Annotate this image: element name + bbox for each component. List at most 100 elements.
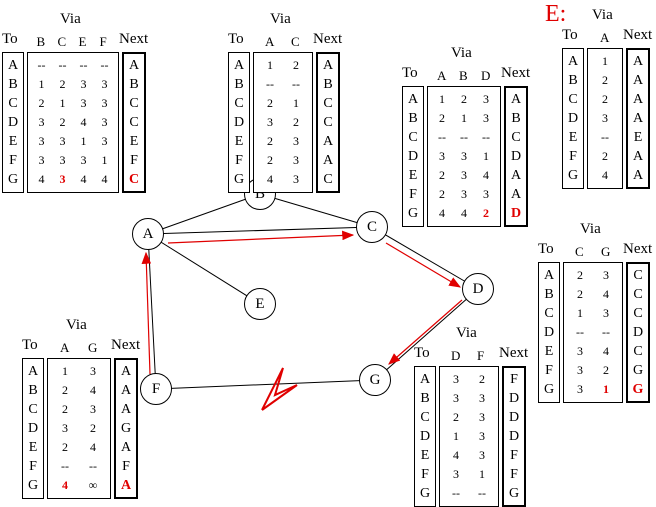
via-cell: 4 <box>603 287 609 301</box>
to-label: To <box>562 27 578 43</box>
next-label: Next <box>501 65 531 81</box>
via-header: C <box>291 34 300 49</box>
node-c[interactable]: C <box>356 211 388 243</box>
next-cell: A <box>632 73 644 88</box>
via-header: A <box>60 340 70 355</box>
via-cell: -- <box>460 130 468 144</box>
via-cell: 3 <box>577 363 583 377</box>
via-cell: 1 <box>603 382 609 396</box>
via-cell: 3 <box>267 115 273 129</box>
node-a[interactable]: A <box>132 218 164 250</box>
via-cell: 2 <box>38 96 45 110</box>
node-d[interactable]: D <box>462 273 494 305</box>
via-header: C <box>57 34 67 49</box>
via-cell: 1 <box>483 149 489 163</box>
to-cell: A <box>233 58 245 73</box>
next-cell: E <box>633 130 643 145</box>
next-cell: G <box>632 382 644 397</box>
via-label: Via <box>270 11 291 27</box>
next-cell: A <box>510 92 522 107</box>
to-cell: F <box>235 153 243 168</box>
via-cell: 4 <box>90 383 96 397</box>
next-cell: B <box>511 111 521 126</box>
via-cell: 3 <box>38 153 45 167</box>
via-cell: 3 <box>439 149 445 163</box>
next-cell: A <box>322 58 334 73</box>
next-cell: A <box>322 153 334 168</box>
to-cell: B <box>28 383 38 398</box>
via-header: E <box>78 34 87 49</box>
via-cell: 2 <box>293 115 299 129</box>
node-f[interactable]: F <box>140 373 172 405</box>
via-cell: 1 <box>80 134 87 148</box>
via-cell: 3 <box>80 153 87 167</box>
next-cell: F <box>122 459 130 474</box>
via-cell: 3 <box>479 429 485 443</box>
to-cell: A <box>7 58 19 73</box>
route-arrow-d-g <box>388 299 463 365</box>
via-label: Via <box>451 45 472 61</box>
via-cell: 1 <box>453 429 459 443</box>
via-cell: 4 <box>38 172 45 186</box>
next-cell: F <box>510 372 518 387</box>
via-cell: 3 <box>461 187 467 201</box>
to-cell: E <box>420 448 430 463</box>
via-cell: 2 <box>267 96 273 110</box>
to-cell: D <box>419 429 431 444</box>
via-cell: 3 <box>90 402 96 416</box>
link-a-b <box>147 193 261 235</box>
via-header: D <box>451 348 461 363</box>
to-cell: A <box>567 54 579 69</box>
via-cell: 2 <box>90 421 96 435</box>
next-cell: A <box>510 168 522 183</box>
next-cell: C <box>129 96 139 111</box>
to-cell: C <box>544 306 554 321</box>
node-g[interactable]: G <box>359 364 391 396</box>
via-cell: 2 <box>62 402 68 416</box>
via-cell: 2 <box>602 149 608 163</box>
via-cell: 4 <box>461 206 467 220</box>
via-cell: 3 <box>293 172 299 186</box>
next-cell: G <box>632 363 644 378</box>
via-header: A <box>600 30 610 45</box>
link-break-icon <box>261 367 298 411</box>
via-cell: 1 <box>461 111 467 125</box>
via-label: Via <box>60 11 81 27</box>
to-cell: B <box>544 287 554 302</box>
to-cell: C <box>420 410 430 425</box>
link-d-g <box>374 288 479 381</box>
via-cell: 3 <box>101 134 108 148</box>
to-cell: B <box>568 73 578 88</box>
via-cell: 1 <box>38 77 45 91</box>
next-cell: A <box>632 168 644 183</box>
next-cell: C <box>323 172 333 187</box>
via-cell: ∞ <box>88 478 98 492</box>
next-label: Next <box>623 241 653 257</box>
to-cell: F <box>545 363 553 378</box>
to-cell: G <box>419 486 431 501</box>
node-e[interactable]: E <box>244 288 276 320</box>
node-label: D <box>472 280 484 297</box>
router-e-title: E: <box>545 1 567 27</box>
via-cell: -- <box>266 77 274 91</box>
via-cell: 3 <box>479 448 485 462</box>
via-cell: 3 <box>293 134 299 148</box>
via-cell: 3 <box>101 77 108 91</box>
